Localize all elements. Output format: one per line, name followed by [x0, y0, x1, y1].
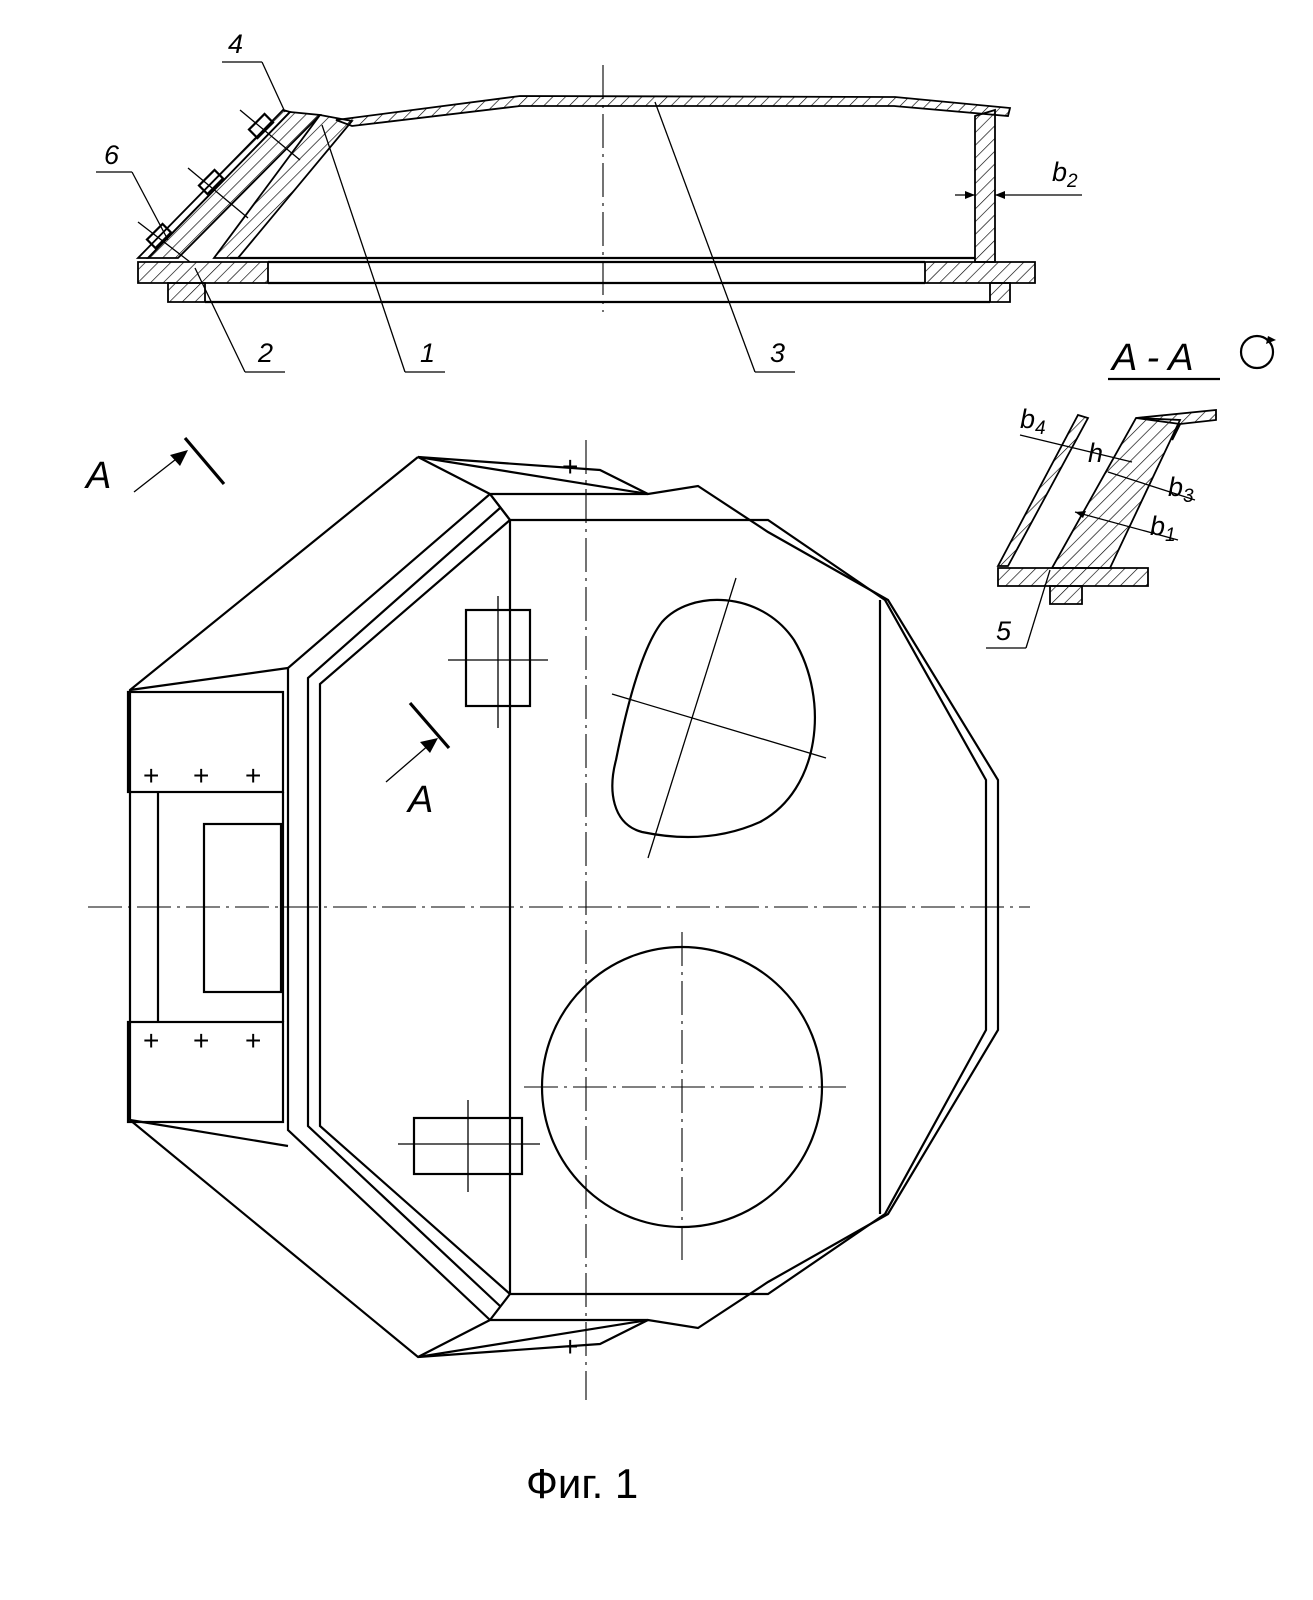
bolt-head: [197, 168, 225, 196]
hull-line: [1171, 423, 1181, 441]
dim-label-b1: b1: [1150, 511, 1176, 546]
front-slope-line: [286, 493, 491, 1321]
leader-b1: [1074, 511, 1179, 541]
section-marker-a-lower: A: [406, 779, 433, 821]
base-flange-2-left: [137, 261, 269, 284]
front-slope-line: [306, 507, 501, 1307]
hull-line: [129, 1118, 289, 1148]
leader-b4: [1019, 434, 1133, 463]
front-slope-line: [318, 519, 511, 1295]
bolt-head: [145, 222, 173, 250]
bolt-mark: +: [562, 1331, 578, 1362]
roof-plate-3: [335, 95, 1012, 127]
left-upper-bracket: [126, 690, 285, 794]
bolt-mark: +: [245, 1025, 261, 1056]
part-label-6: 6: [104, 140, 120, 170]
rotation-arrow-icon: [1266, 336, 1276, 344]
plan-view: + + + + + + + + A A: [84, 436, 1030, 1400]
section-arrow-head: [170, 450, 188, 466]
leader-3: [654, 101, 756, 373]
dim-label-b2: b2: [1052, 157, 1078, 192]
part-label-4: 4: [228, 29, 243, 59]
left-lower-bracket: [126, 1020, 285, 1124]
bolt-axis: [137, 221, 191, 263]
detail-roof-stub: [1135, 409, 1217, 425]
bolt-axis: [239, 109, 301, 161]
section-a-a-detail: A - A b4 h b3 b1 5: [986, 334, 1276, 649]
section-arrow-line: [133, 455, 181, 493]
bolt-axis: [187, 167, 249, 219]
top-cheek-block: [417, 455, 649, 496]
bolt-mark: +: [193, 1025, 209, 1056]
leader-5: [1025, 569, 1051, 649]
section-title: A - A: [1110, 337, 1194, 379]
section-cut-mark: [183, 436, 226, 486]
lower-ring-right: [989, 282, 1011, 303]
dim-arrow: [1075, 511, 1086, 518]
outer-cover-sheet: [135, 108, 292, 259]
part-label-2: 2: [257, 338, 273, 368]
figure-caption: Фиг. 1: [526, 1460, 638, 1507]
front-hatch-rect: [202, 822, 283, 994]
section-cut-mark: [408, 701, 451, 750]
bolt-mark: +: [245, 760, 261, 791]
leader-b3: [1107, 471, 1196, 501]
right-side-wall: [974, 108, 996, 263]
part-label-5: 5: [996, 616, 1012, 646]
leader-6: [131, 171, 169, 241]
lower-ring-left: [167, 282, 206, 303]
section-arrow-line: [385, 743, 431, 783]
part-label-1: 1: [420, 338, 435, 368]
base-flange-right: [924, 261, 1036, 284]
bolt-mark: +: [143, 1025, 159, 1056]
bolt-mark: +: [143, 760, 159, 791]
dim-arrow: [995, 191, 1005, 199]
bottom-cheek-block: [417, 1318, 649, 1359]
bolt-mark: +: [193, 760, 209, 791]
hull-outline-outer: [128, 455, 1000, 1359]
d-shaped-hatch: [611, 598, 816, 839]
hull-outline-bevel: [489, 493, 988, 1321]
bolt-group-6: [137, 109, 301, 263]
dim-label-b4: b4: [1020, 404, 1046, 439]
dim-label-b3: b3: [1168, 472, 1194, 507]
hull-line: [129, 666, 289, 692]
side-section-view: b2 4 6 2 1 3: [96, 29, 1082, 373]
dim-label-h: h: [1088, 438, 1103, 468]
section-arrow-head: [420, 738, 438, 753]
bolt-mark: +: [562, 451, 578, 482]
section-marker-a-upper: A: [84, 455, 111, 497]
detail-base-flange: [997, 567, 1149, 587]
hatch-axis: [611, 693, 827, 759]
leader-4: [261, 61, 286, 113]
leader-2: [194, 267, 246, 373]
dim-arrow: [965, 191, 975, 199]
detail-outer-sheet: [996, 413, 1090, 567]
detail-lower-ring: [1049, 585, 1083, 605]
part-label-3: 3: [770, 338, 785, 368]
hull-line: [489, 493, 511, 521]
leader-1: [321, 124, 406, 373]
rotation-symbol-icon: [1239, 334, 1275, 370]
